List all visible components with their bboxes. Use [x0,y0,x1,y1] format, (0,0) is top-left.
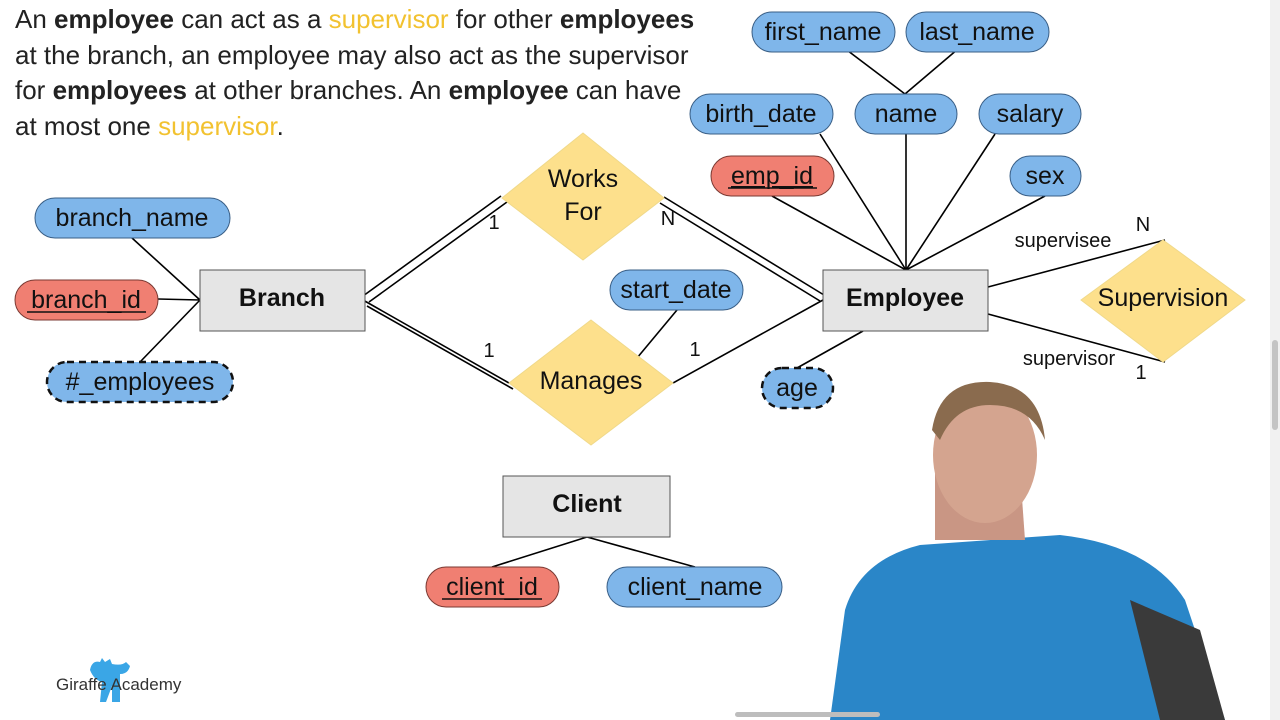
svg-text:emp_id: emp_id [731,162,813,190]
manages-branch-cardinality: 1 [483,340,494,362]
client-id-attribute[interactable]: client_id [425,566,560,608]
svg-text:birth_date: birth_date [705,100,816,128]
presenter-video [830,381,1225,720]
svg-text:client_name: client_name [628,573,763,601]
num-employees-attribute[interactable]: #_employees [45,360,235,404]
supervision-n-cardinality: N [1136,214,1150,236]
manages-label: Manages [540,367,643,395]
start-date-attribute[interactable]: start_date [609,269,744,311]
name-attribute[interactable]: name [854,93,958,135]
svg-text:branch_id: branch_id [31,286,141,314]
svg-text:salary: salary [997,100,1064,128]
client-name-attribute[interactable]: client_name [606,566,783,608]
svg-text:#_employees: #_employees [66,368,215,396]
works-for-employee-cardinality: N [661,208,675,230]
first-name-attribute[interactable]: first_name [751,11,896,53]
giraffe-logo-icon [90,658,130,702]
horizontal-scrollbar-thumb[interactable] [735,712,880,717]
connector-lines [131,31,1166,568]
cardinality-labels: 1 N 1 1 N 1 [483,208,1150,384]
svg-text:sex: sex [1026,162,1065,190]
client-label: Client [552,490,622,518]
svg-text:branch_name: branch_name [56,204,209,232]
supervision-1-cardinality: 1 [1135,362,1146,384]
branch-id-attribute[interactable]: branch_id [14,279,159,321]
supervisee-role: supervisee [1015,230,1112,252]
client-entity[interactable]: Client [502,475,671,538]
svg-text:last_name: last_name [919,18,1034,46]
svg-text:first_name: first_name [765,18,882,46]
supervisor-role: supervisor [1023,348,1116,370]
role-labels: supervisee supervisor [1015,230,1116,370]
works-for-relationship[interactable]: Works For [501,132,665,261]
manages-employee-cardinality: 1 [689,339,700,361]
manages-relationship[interactable]: Manages [508,319,674,446]
brand-name: Giraffe Academy [56,675,182,694]
intro-paragraph: An employee can act as a supervisor for … [15,4,695,141]
branch-name-attribute[interactable]: branch_name [34,197,231,239]
supervision-relationship[interactable]: Supervision [1080,239,1246,363]
works-for-branch-cardinality: 1 [488,212,499,234]
double-lines [362,195,825,390]
emp-id-attribute[interactable]: emp_id [710,155,835,197]
branch-label: Branch [239,284,325,312]
svg-text:client_id: client_id [446,573,538,601]
sex-attribute[interactable]: sex [1009,155,1082,197]
birth-date-attribute[interactable]: birth_date [689,93,834,135]
supervision-label: Supervision [1098,284,1229,312]
last-name-attribute[interactable]: last_name [905,11,1050,53]
employee-entity[interactable]: Employee [822,269,989,332]
employee-label: Employee [846,284,964,312]
salary-attribute[interactable]: salary [978,93,1082,135]
scrollbar-thumb[interactable] [1272,340,1278,430]
works-for-label-line2: For [564,198,602,226]
works-for-label-line1: Works [548,165,618,193]
svg-text:name: name [875,100,938,128]
svg-text:start_date: start_date [620,276,731,304]
branch-entity[interactable]: Branch [199,269,366,332]
svg-text:age: age [776,374,818,402]
age-attribute[interactable]: age [760,366,835,410]
